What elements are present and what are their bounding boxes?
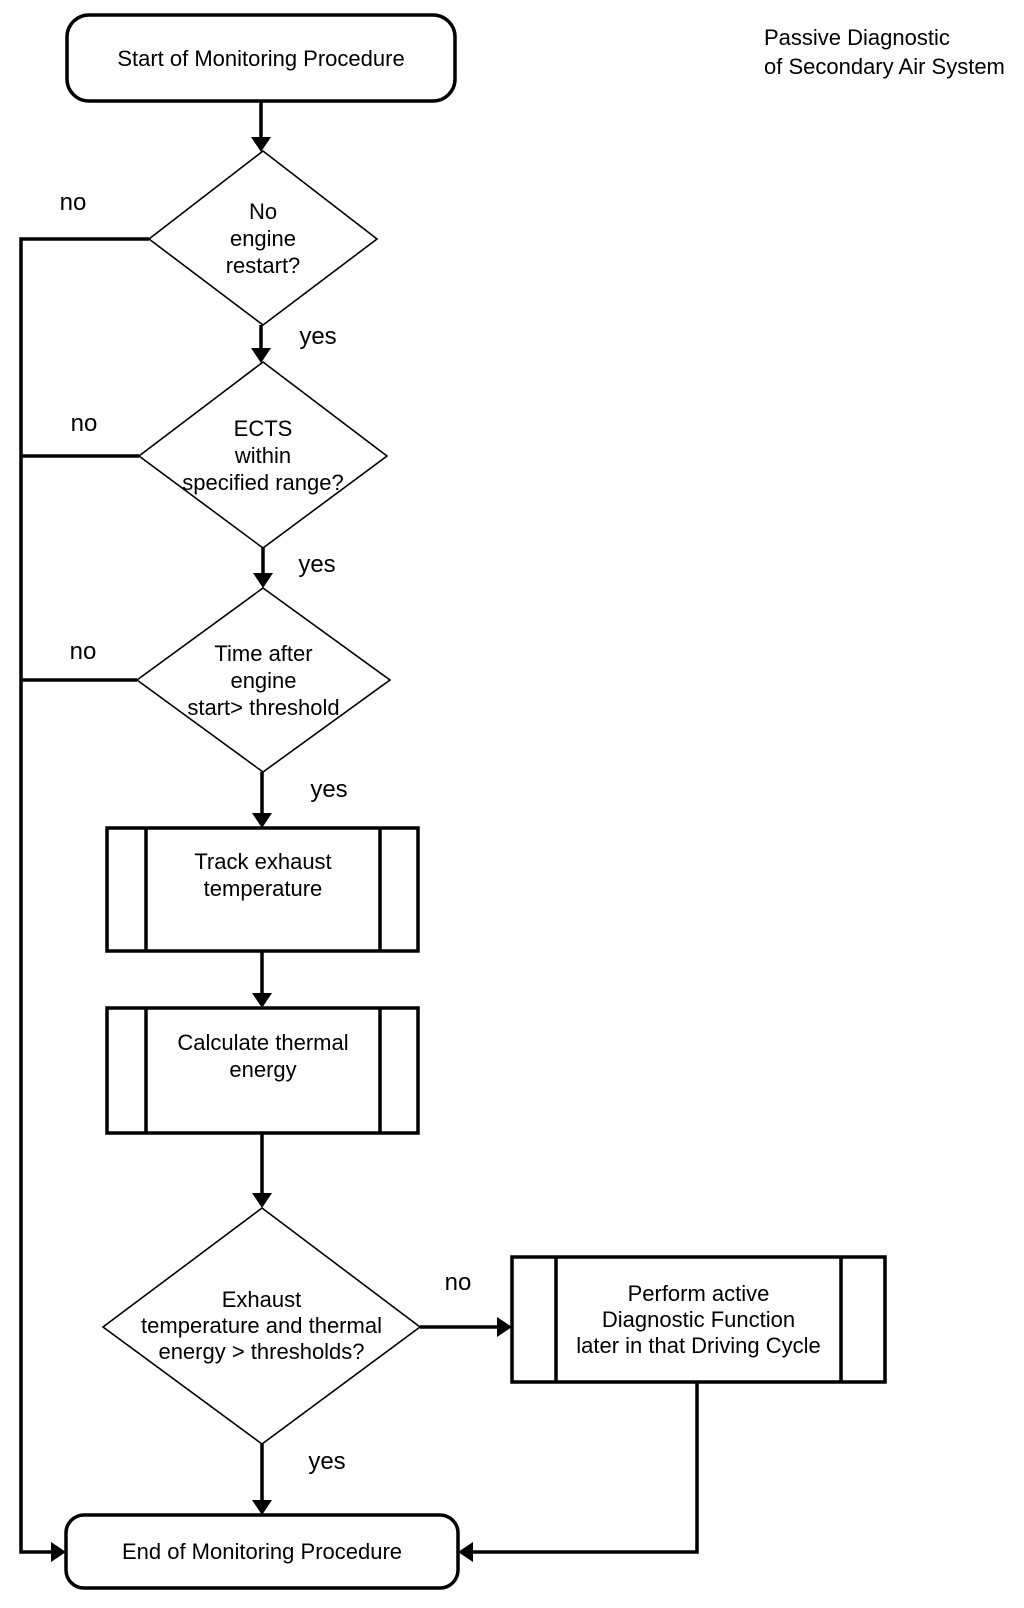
process-track-exhaust-label: Track exhaust temperature bbox=[194, 848, 332, 901]
arrowhead-icon bbox=[458, 1542, 473, 1562]
edge-label-time-yes: yes bbox=[310, 776, 348, 803]
start-node-label: Start of Monitoring Procedure bbox=[117, 45, 405, 71]
edge-label-restart-no: no bbox=[59, 189, 87, 216]
arrowhead-icon bbox=[251, 137, 271, 152]
arrowhead-icon bbox=[253, 573, 273, 588]
edge-label-ects-no: no bbox=[70, 410, 98, 437]
edge-label-threshold-no: no bbox=[444, 1269, 472, 1296]
decision-no-engine-restart-label: No engine restart? bbox=[225, 198, 301, 278]
process-calc-thermal-shape bbox=[105, 1006, 420, 1135]
arrowhead-icon bbox=[252, 1193, 272, 1208]
arrowhead-icon bbox=[251, 348, 271, 363]
diagram-title: Passive Diagnostic of Secondary Air Syst… bbox=[764, 25, 1005, 79]
arrowhead-icon bbox=[252, 993, 272, 1008]
end-node-label: End of Monitoring Procedure bbox=[121, 1539, 403, 1564]
edge-no-rail-to-end bbox=[19, 237, 149, 1554]
arrowhead-icon bbox=[252, 813, 272, 828]
edge-label-ects-yes: yes bbox=[298, 551, 336, 578]
process-track-exhaust-shape bbox=[105, 826, 420, 953]
end-node-shape bbox=[64, 1513, 460, 1590]
decision-exhaust-threshold-label: Exhaust temperature and thermal energy >… bbox=[141, 1287, 382, 1364]
decision-ects-range-label: ECTS within specified range? bbox=[182, 415, 344, 495]
process-perform-active-label: Perform active Diagnostic Function later… bbox=[576, 1280, 821, 1358]
decision-no-engine-restart-shape bbox=[147, 149, 379, 327]
arrowhead-icon bbox=[51, 1542, 66, 1562]
arrowhead-icon bbox=[252, 1500, 272, 1515]
arrowhead-icon bbox=[497, 1317, 512, 1337]
process-perform-active-shape bbox=[510, 1255, 887, 1384]
process-calc-thermal-label: Calculate thermal energy bbox=[177, 1029, 349, 1082]
edge-label-time-no: no bbox=[69, 638, 97, 665]
edge-label-restart-yes: yes bbox=[299, 323, 337, 350]
edge-active-to-end bbox=[473, 1382, 699, 1554]
decision-time-after-start-label: Time after engine start> threshold bbox=[187, 640, 340, 720]
edge-label-threshold-yes: yes bbox=[308, 1448, 346, 1475]
